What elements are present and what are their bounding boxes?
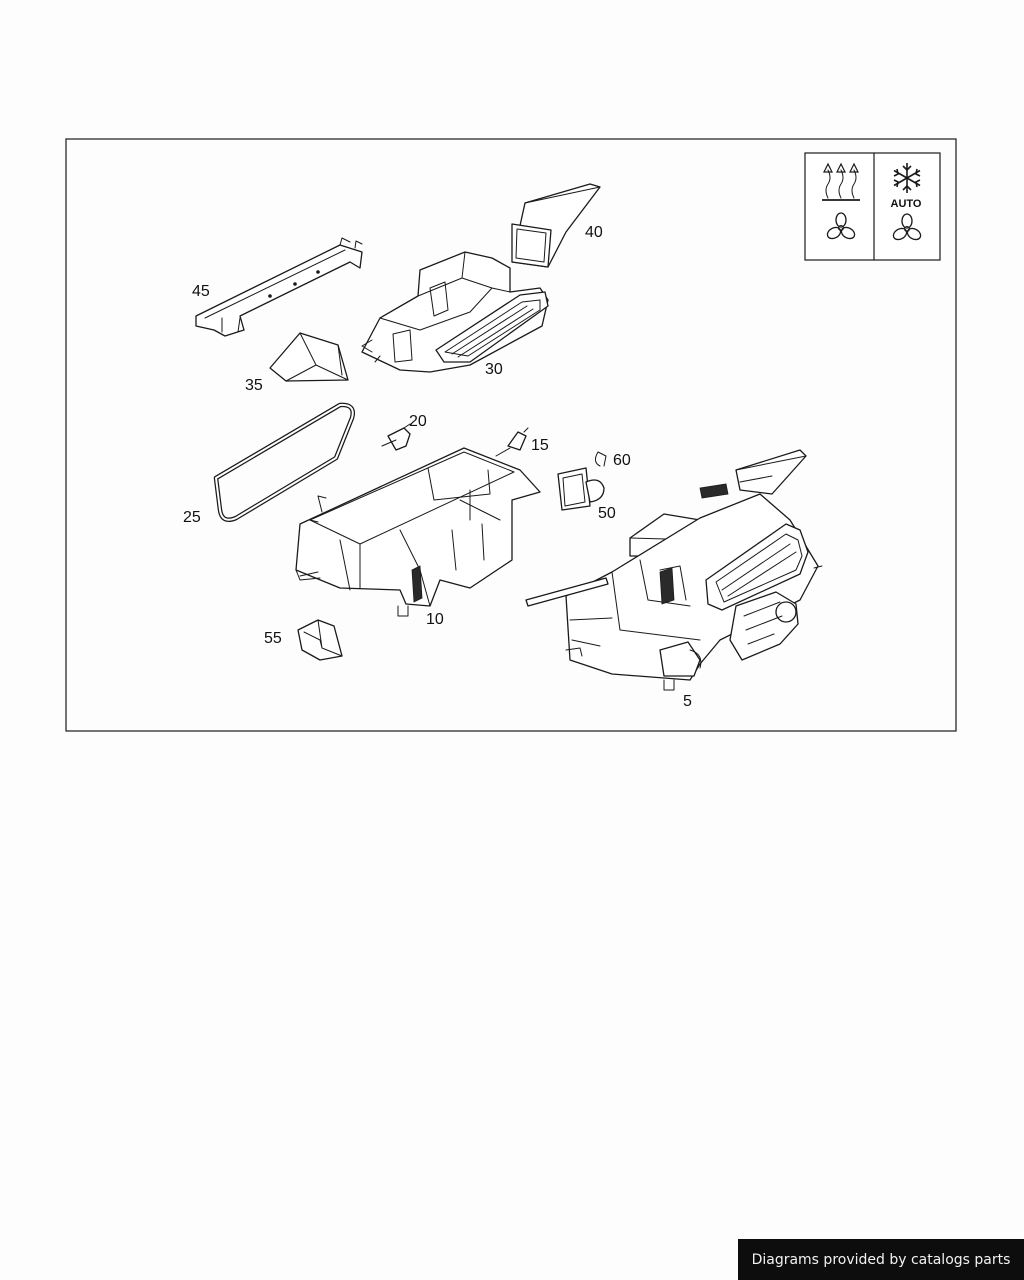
callout-15: 15	[531, 437, 549, 454]
part-25-gasket	[213, 402, 355, 522]
callout-60: 60	[613, 452, 631, 469]
callout-5: 5	[683, 693, 692, 710]
part-40-air-duct	[511, 183, 601, 268]
heat-waves-icon	[822, 162, 860, 201]
callout-35: 35	[245, 377, 263, 394]
callout-40: 40	[585, 224, 603, 241]
climate-control-badge: AUTO	[804, 152, 941, 261]
callout-20: 20	[409, 413, 427, 430]
part-55-blower-cover	[297, 619, 343, 661]
part-50-flap-unit	[557, 467, 605, 511]
part-10-lower-housing	[295, 447, 541, 617]
callout-55: 55	[264, 630, 282, 647]
callout-30: 30	[485, 361, 503, 378]
fan-icon	[826, 212, 856, 240]
part-15-actuator	[495, 427, 529, 457]
part-45-bracket	[195, 237, 363, 337]
callout-25: 25	[183, 509, 201, 526]
part-30-upper-housing	[361, 251, 549, 373]
part-35-duct	[269, 332, 349, 382]
part-60-clip	[594, 451, 607, 467]
part-20-clip	[381, 423, 411, 451]
credit-text: Diagrams provided by catalogs parts	[751, 1251, 1011, 1268]
credit-banner: Diagrams provided by catalogs parts	[738, 1239, 1024, 1280]
snowflake-icon	[893, 163, 921, 193]
callout-10: 10	[426, 611, 444, 628]
callout-50: 50	[598, 505, 616, 522]
auto-label: AUTO	[891, 198, 922, 210]
part-5-assembly	[525, 449, 823, 691]
fan-icon	[892, 213, 922, 241]
diagram-frame	[65, 138, 957, 732]
callout-45: 45	[192, 283, 210, 300]
